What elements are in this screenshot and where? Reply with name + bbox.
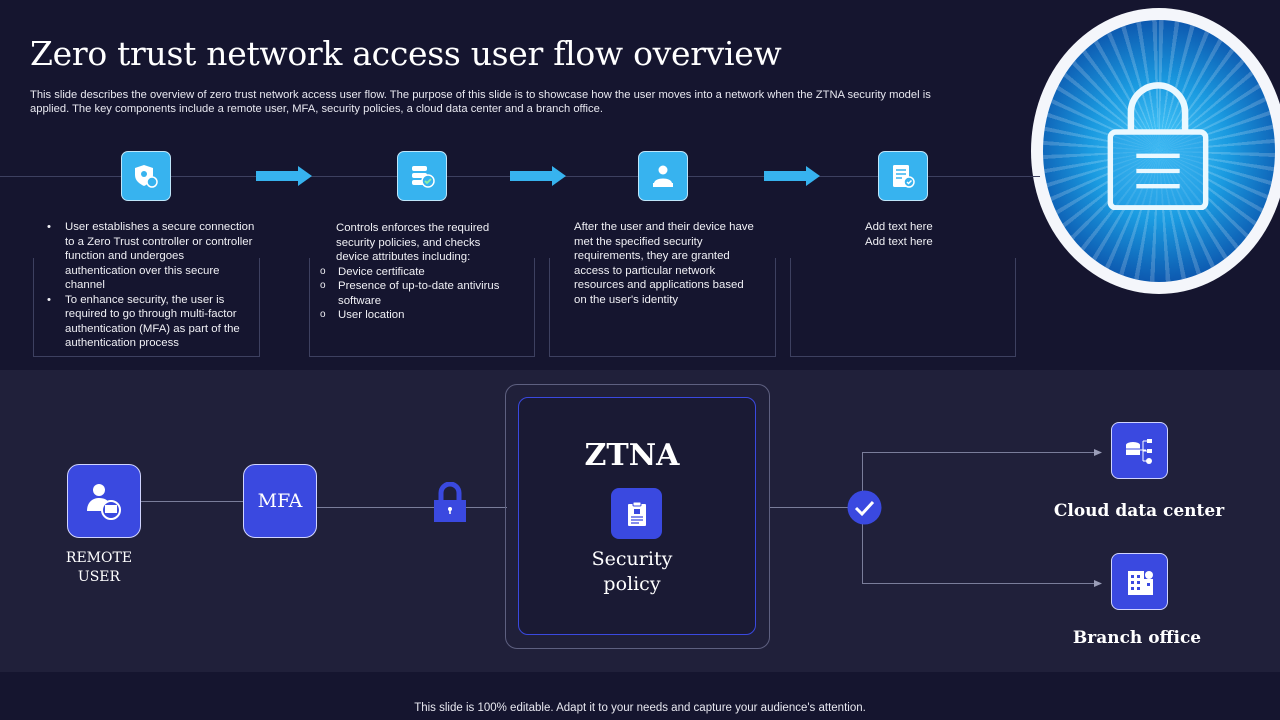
step-card-3 [549, 258, 776, 357]
step-card-2 [309, 258, 535, 357]
step-card-4 [790, 258, 1016, 357]
arrow-right-icon [510, 166, 566, 186]
branch-office-label: Branch office [1072, 628, 1202, 648]
checklist-icon [878, 151, 928, 201]
sub-item: Presence of up-to-date antivirus softwar… [318, 279, 516, 308]
ztna-outer-frame [505, 384, 770, 649]
description: This slide describes the overview of zer… [30, 89, 931, 115]
remote-user-label: REMOTE USER [65, 550, 133, 585]
check-circle-icon [847, 490, 882, 525]
security-policy-icon [611, 488, 662, 539]
page-title: Zero trust network access user flow over… [30, 34, 782, 73]
arrow-right-icon [256, 166, 312, 186]
intro-text: Controls enforces the required security … [336, 222, 490, 263]
bullet: User establishes a secure connection to … [45, 220, 255, 293]
user-computer-icon [87, 484, 121, 520]
building-icon [1127, 570, 1153, 595]
cloud-data-center-node [1111, 422, 1168, 479]
cloud-data-center-label: Cloud data center [1053, 501, 1225, 521]
remote-user-node [67, 464, 141, 538]
shield-gear-lock-icon [121, 151, 171, 201]
step-text-1: User establishes a secure connection to … [45, 220, 255, 351]
user-id-icon [638, 151, 688, 201]
connector [141, 501, 244, 502]
connector [317, 507, 507, 508]
connector [769, 507, 849, 508]
security-policy-label: Security policy [591, 548, 673, 595]
branch-arrows [862, 449, 1102, 587]
footer-note: This slide is 100% editable. Adapt it to… [414, 702, 866, 714]
sub-item: Device certificate [318, 265, 516, 280]
database-check-icon [397, 151, 447, 201]
lock-icon [434, 482, 466, 522]
step-card-1 [33, 258, 260, 357]
placeholder-text: Add text here [865, 221, 933, 233]
step-text-3: After the user and their device have met… [574, 221, 754, 306]
arrow-right-icon [764, 166, 820, 186]
sub-item: User location [318, 308, 516, 323]
database-network-icon [1125, 438, 1152, 464]
placeholder-text: Add text here [865, 235, 933, 248]
branch-office-node [1111, 553, 1168, 610]
mfa-node: MFA [243, 464, 317, 538]
ztna-title: ZTNA [584, 438, 680, 473]
step-text-4: Add text here Add text here [865, 220, 985, 249]
step-text-2: Controls enforces the required security … [320, 221, 516, 323]
lock-image [1031, 8, 1280, 294]
bullet: To enhance security, the user is require… [45, 293, 255, 351]
padlock-icon [1107, 82, 1209, 210]
